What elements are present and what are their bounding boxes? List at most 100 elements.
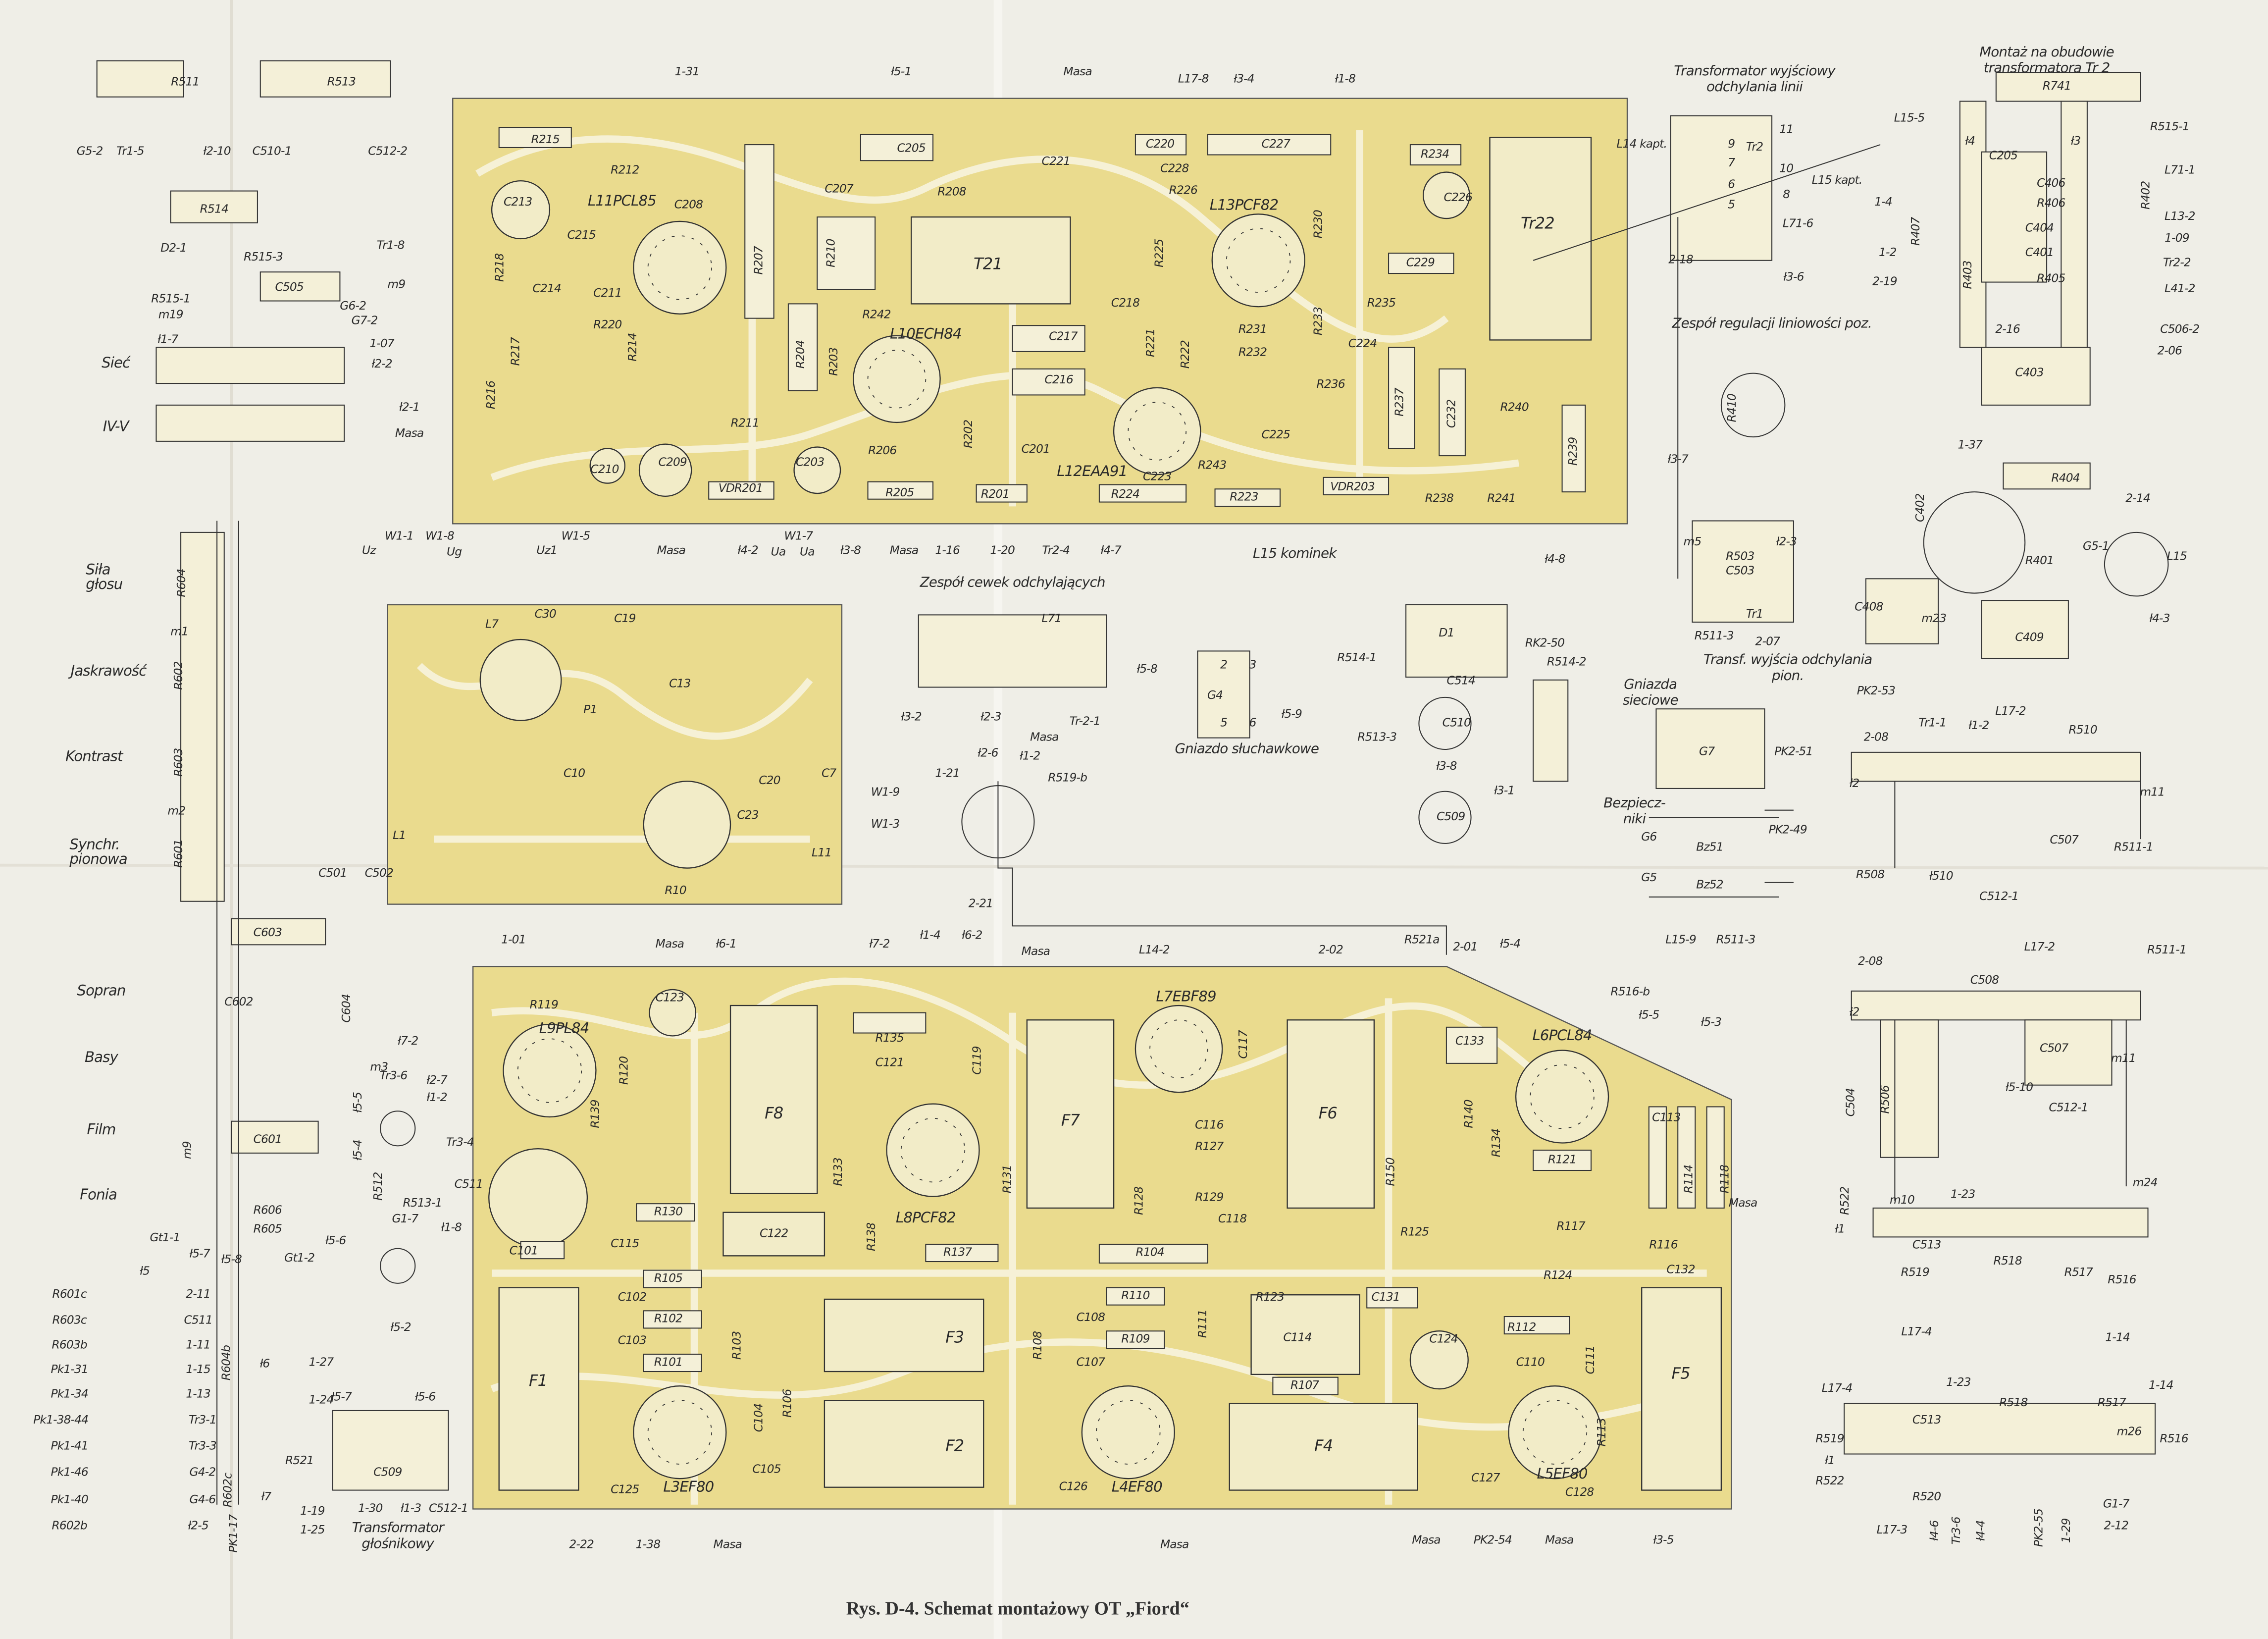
tr2-label: 2-16 xyxy=(1995,322,2020,336)
right-mid-label: G6 xyxy=(1641,830,1657,844)
bottom-connectors-label: ł6-1 xyxy=(716,937,737,951)
bottom-connectors-label: ł5-3 xyxy=(1701,1015,1722,1029)
top-left-label: R514 xyxy=(200,202,229,216)
filters-label: F2 xyxy=(945,1436,964,1456)
bottom-board-label: R133 xyxy=(831,1158,845,1186)
right-mid-label: R511-3 xyxy=(1716,933,1756,947)
tr2-label: C403 xyxy=(2015,366,2044,379)
top-board-label: R225 xyxy=(1152,239,1166,267)
bottom-connectors-label: L14-2 xyxy=(1139,943,1170,956)
left-parts-label: m1 xyxy=(170,625,189,638)
right-block-label: L17-2 xyxy=(2024,940,2056,953)
titles-label: Transf. wyjścia odchylania pion. xyxy=(1703,652,1872,685)
top-board-label: C209 xyxy=(658,456,687,469)
top-left-label: C512-2 xyxy=(368,145,408,158)
right-mid-label: G7 xyxy=(1699,745,1715,758)
bottom-connectors-label: R516-b xyxy=(1610,985,1650,999)
switch-left-label: Pk1-34 xyxy=(51,1387,88,1401)
bottom-board-label: R118 xyxy=(1718,1164,1732,1194)
bottom-board-label: C108 xyxy=(1076,1311,1105,1324)
tr2-label: ł3-7 xyxy=(1667,453,1689,466)
bottom-board-label: C128 xyxy=(1565,1485,1594,1499)
left-parts-label: ł1-2 xyxy=(426,1091,447,1104)
tr2-label: C401 xyxy=(2025,246,2054,259)
top-board-label: C201 xyxy=(1021,442,1050,456)
titles-label: L15 kominek xyxy=(1252,546,1337,562)
tr2-label: R406 xyxy=(2037,197,2065,210)
right-bar-label: C513 xyxy=(1912,1413,1941,1427)
left-parts-label: Tr3-4 xyxy=(446,1135,474,1149)
controls-label: Jaskrawość xyxy=(70,664,147,680)
top-connectors-label: L17-8 xyxy=(1178,72,1209,86)
right-bar-label: Tr3-6 xyxy=(1950,1517,1963,1545)
top-connectors-label: ł3-4 xyxy=(1234,72,1254,86)
top-connectors-label: 1-31 xyxy=(674,65,700,78)
bottom-connectors-label: 2-02 xyxy=(1318,943,1343,956)
tr2-label: R403 xyxy=(1961,261,1975,289)
bottom-connectors-label: 1-01 xyxy=(501,933,526,947)
right-block-label: m24 xyxy=(2132,1176,2158,1189)
top-board-label: R236 xyxy=(1316,377,1345,391)
tr2-label: 1-09 xyxy=(2165,231,2189,245)
middle-label: 5 xyxy=(1220,716,1228,730)
left-parts-label: ł5-2 xyxy=(390,1321,411,1334)
middle-label: R519-b xyxy=(1048,771,1087,785)
filters-label: F5 xyxy=(1671,1364,1690,1383)
top-board-label: R204 xyxy=(794,340,807,369)
controls-label: Fonia xyxy=(80,1188,117,1204)
right-mid-label: R511-3 xyxy=(1694,629,1734,642)
bottom-board-label: R112 xyxy=(1507,1321,1536,1334)
left-parts-label: C603 xyxy=(253,926,282,939)
middle-label: G4 xyxy=(1207,688,1223,702)
top-board-label: C210 xyxy=(590,463,619,476)
small-parts-label: R604b xyxy=(219,1345,233,1381)
bottom-board-label: C117 xyxy=(1237,1030,1250,1059)
left-parts-label: ł5-4 xyxy=(351,1140,365,1161)
mid-board-label: C10 xyxy=(563,767,585,780)
switch-right-label: 1-15 xyxy=(186,1363,210,1376)
left-parts-label: m2 xyxy=(167,804,186,818)
video-if-board xyxy=(387,604,843,905)
middle-label: R514-2 xyxy=(1546,655,1587,669)
bottom-board-label: R113 xyxy=(1595,1418,1609,1447)
controls-label: Sieć xyxy=(102,356,130,372)
tr2-label: L71-1 xyxy=(2164,163,2196,177)
left-parts-label: R606 xyxy=(253,1204,282,1217)
right-bar-label: L17-4 xyxy=(1821,1381,1853,1395)
bottom-board-label: R110 xyxy=(1121,1289,1150,1302)
top-connectors-label: Masa xyxy=(657,544,686,557)
right-block-label: C507 xyxy=(2039,1042,2068,1055)
tubes-label: L8PCF82 xyxy=(896,1211,956,1227)
top-connectors-label: Tr2-4 xyxy=(1042,544,1070,557)
bottom-board-label: R116 xyxy=(1649,1238,1678,1252)
tr2-label: 1-2 xyxy=(1878,246,1897,259)
switch-left-label: Pk1-40 xyxy=(51,1493,88,1506)
mid-board-label: P1 xyxy=(583,703,597,716)
top-board-label: C203 xyxy=(795,456,825,469)
bottom-board-label: R114 xyxy=(1682,1164,1696,1194)
small-parts-label: C509 xyxy=(373,1465,402,1479)
right-block-label: R518 xyxy=(1993,1254,2022,1268)
right-bar-label: L17-3 xyxy=(1876,1523,1908,1536)
top-board-label: R205 xyxy=(885,486,914,499)
mid-board-label: W1-9 xyxy=(871,786,900,799)
top-connectors-label: ł2-1 xyxy=(399,401,420,414)
mid-board-label: Uz1 xyxy=(536,544,558,557)
right-mid-label: ł2-3 xyxy=(1776,535,1797,549)
right-mid-label: PK2-51 xyxy=(1774,745,1813,758)
middle-label: 2 xyxy=(1220,658,1228,672)
top-board-label: VDR201 xyxy=(718,481,763,495)
right-lower-label: L15 xyxy=(2166,549,2187,563)
top-connectors-label: Ua xyxy=(771,545,786,559)
switch-left-label: R601c xyxy=(52,1287,87,1301)
right-mid-label: G5 xyxy=(1641,871,1657,884)
controls-label: Basy xyxy=(84,1050,118,1066)
left-parts-label: Tr3-6 xyxy=(379,1069,408,1082)
left-parts-label: R605 xyxy=(253,1222,282,1236)
bottom-board-label: R107 xyxy=(1290,1378,1319,1392)
top-board-label: R214 xyxy=(626,333,640,362)
bottom-board-label: R125 xyxy=(1400,1225,1429,1239)
top-board-label: R207 xyxy=(752,246,766,275)
small-parts-label: 1-30 xyxy=(358,1501,383,1515)
left-parts-label: ł5-8 xyxy=(221,1253,242,1266)
